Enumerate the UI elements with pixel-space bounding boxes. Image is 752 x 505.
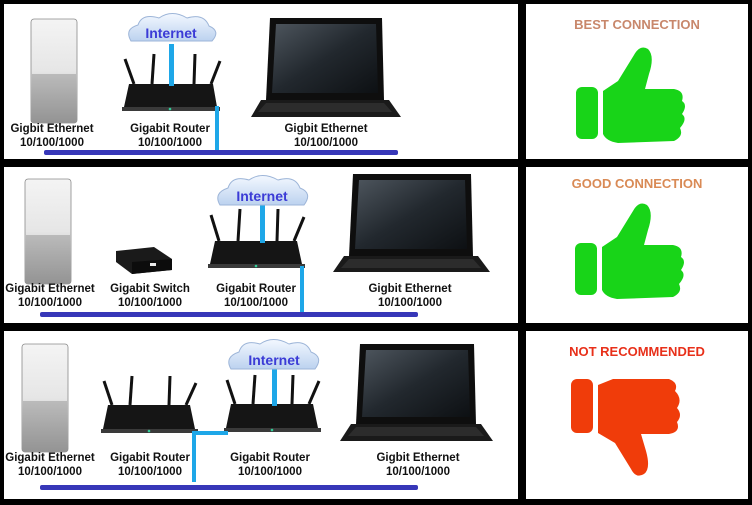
row1-diagram: Internet xyxy=(30,13,401,155)
row2-verdict-panel: GOOD CONNECTION xyxy=(526,167,748,323)
internet-cloud-icon: Internet xyxy=(128,13,217,42)
verdict-label: BEST CONNECTION xyxy=(574,17,700,32)
laptop-icon xyxy=(333,174,490,272)
row3-verdict-panel: NOT RECOMMENDED xyxy=(526,331,748,499)
thumbs-up-icon xyxy=(576,47,685,143)
ethernet-cable xyxy=(40,312,418,317)
nas-drive-icon xyxy=(24,178,72,285)
router-icon xyxy=(101,375,198,433)
laptop-icon xyxy=(340,344,493,441)
row1-verdict-panel: BEST CONNECTION xyxy=(526,4,748,159)
nas-drive-icon xyxy=(21,343,69,453)
router-uplink xyxy=(215,106,219,152)
switch-icon xyxy=(116,247,172,274)
verdict-label: NOT RECOMMENDED xyxy=(569,344,705,359)
ethernet-cable xyxy=(40,485,418,490)
internet-cloud-icon: Internet xyxy=(228,339,320,370)
router-uplink xyxy=(300,266,304,314)
internet-cloud-icon: Internet xyxy=(217,175,309,206)
internet-label: Internet xyxy=(145,25,197,41)
router-icon xyxy=(122,53,222,111)
thumbs-up-icon xyxy=(575,203,684,299)
router-uplink xyxy=(192,432,196,482)
internet-link xyxy=(272,369,277,406)
row3-diagram: Internet xyxy=(21,339,493,490)
laptop-icon xyxy=(251,18,401,117)
internet-link xyxy=(260,205,265,243)
internet-label: Internet xyxy=(248,352,300,368)
thumbs-down-icon xyxy=(571,379,680,476)
internet-link xyxy=(169,44,174,86)
router-icon xyxy=(224,374,321,432)
verdict-label: GOOD CONNECTION xyxy=(571,176,703,191)
nas-drive-icon xyxy=(30,18,78,124)
row2-diagram: Internet xyxy=(24,174,490,317)
router-icon xyxy=(208,208,306,268)
internet-label: Internet xyxy=(236,188,288,204)
router-interlink xyxy=(192,431,228,435)
ethernet-cable xyxy=(44,150,398,155)
